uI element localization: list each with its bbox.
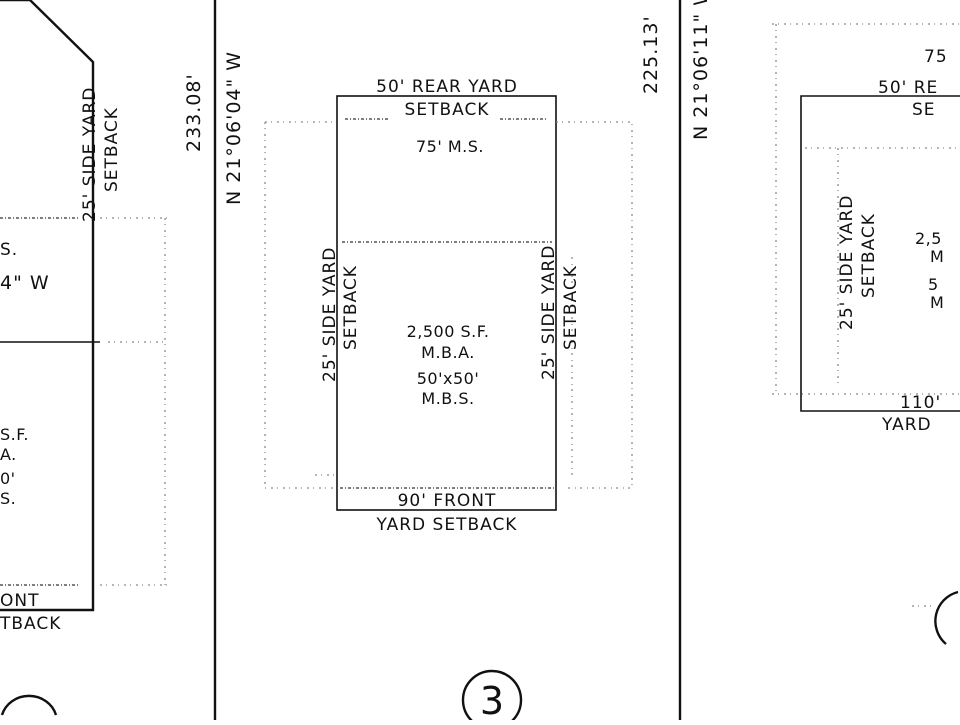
left-lot-front-fragment-line1: ONT: [0, 591, 39, 611]
right-lot-top-fragment: 75: [924, 47, 948, 67]
right-lot-side-setback-line2: SETBACK: [859, 213, 879, 298]
lot3-right-side-setback-line1: 25' SIDE YARD: [539, 245, 559, 380]
lot3-building-area-label: M.B.A.: [421, 343, 475, 362]
left-lot-bearing-fragment: 4" W: [0, 272, 50, 294]
lot3-right-envelope: [556, 121, 633, 489]
right-lot-setback-rectangle: [800, 95, 960, 412]
lot3-building-area: 2,500 S.F.: [407, 322, 490, 341]
right-lot-size-fragment: 5: [928, 275, 939, 294]
left-lot-side-setback-line1: 25' SIDE YARD: [80, 87, 100, 222]
left-lot-frag-0: 0': [0, 469, 16, 488]
left-lot-frag-a: A.: [0, 445, 17, 464]
left-lot-boundary: [0, 0, 95, 612]
lot3-front-setback-line2: YARD SETBACK: [376, 515, 518, 535]
left-lot-number-circle-partial: [0, 694, 58, 716]
lot3-number-circle: [461, 669, 523, 725]
lot3-setback-rectangle: [336, 95, 557, 511]
lot3-building-size-label: M.B.S.: [421, 389, 474, 408]
lot3-left-side-setback-line1: 25' SIDE YARD: [320, 247, 340, 382]
right-lot-rear-fragment-line1: 50' RE: [878, 78, 938, 98]
right-lot-area-fragment: 2,5: [915, 229, 942, 248]
lot3-number: 3: [480, 679, 504, 720]
lot3-front-setback-line1: 90' FRONT: [398, 491, 497, 511]
left-lot-sf-fragment: S.F.: [0, 425, 29, 444]
right-lot-area-fragment-label: M: [930, 247, 944, 266]
right-lot-side-setback-line1: 25' SIDE YARD: [837, 195, 857, 330]
lot3-building-size: 50'x50': [417, 369, 479, 388]
left-boundary-bearing: N 21°06'04" W: [223, 51, 245, 205]
right-lot-number-circle-partial: [934, 590, 959, 645]
right-lot-front-fragment-line2: YARD: [881, 415, 932, 435]
lot3-left-envelope: [264, 122, 337, 489]
lot3-right-side-setback-line2: SETBACK: [561, 265, 581, 350]
left-boundary-distance: 233.08': [183, 73, 205, 152]
lot3-left-side-setback-line2: SETBACK: [341, 265, 361, 350]
right-lot-front-fragment-line1: 110': [900, 393, 941, 413]
right-lot-rear-fragment-line2: SE: [912, 100, 936, 120]
left-lot-ms-fragment: S.: [0, 240, 18, 260]
left-lot-side-setback-line2: SETBACK: [102, 107, 122, 192]
lot3-min-setback: 75' M.S.: [416, 137, 484, 156]
lot3-rear-setback-line1: 50' REAR YARD: [376, 77, 518, 97]
left-lot-front-fragment-line2: TBACK: [0, 614, 61, 634]
right-boundary-distance: 225.13': [640, 15, 662, 94]
left-lot-frag-s: S.: [0, 489, 16, 508]
right-boundary-bearing: N 21°06'11" W: [690, 0, 712, 140]
right-lot-size-fragment-label: M: [930, 293, 944, 312]
lot3-rear-setback-line2: SETBACK: [405, 100, 490, 120]
